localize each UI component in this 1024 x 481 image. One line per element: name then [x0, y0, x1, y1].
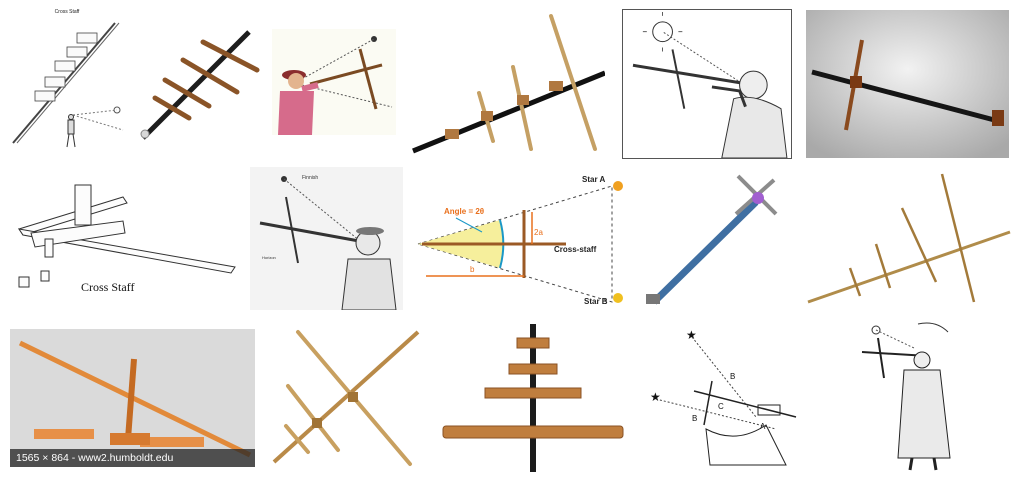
label-b-bottom: B [692, 414, 697, 423]
label-cross-staff: Cross-staff [554, 245, 597, 254]
svg-text:★: ★ [650, 390, 661, 404]
label-2: Horizon [262, 255, 276, 260]
angle-diagram-9: 2a b Angle = 2θ Cross-staff Star A Star … [416, 175, 623, 306]
observer-sketch-15: ★ ★ B B C A [650, 328, 797, 466]
label-b: b [470, 265, 475, 274]
cross-staff-photo-2 [140, 30, 260, 140]
label-c: C [718, 402, 724, 411]
result-image-15[interactable]: ★ ★ B B C A [646, 325, 806, 467]
image-size-source-caption: 1565 × 864 - www2.humboldt.edu [10, 449, 255, 467]
svg-text:★: ★ [686, 328, 697, 342]
result-image-4[interactable] [409, 11, 605, 156]
cross-staff-sketch-7: Cross Staff [17, 184, 236, 294]
cross-staff-photo-14 [442, 324, 624, 472]
result-image-6[interactable] [806, 10, 1009, 158]
result-image-11[interactable] [806, 172, 1012, 312]
ornate-staff-photo-10 [646, 174, 778, 305]
engraving-observer-5 [632, 11, 788, 158]
wooden-model-photo-12 [10, 329, 255, 467]
result-image-8[interactable]: Finnish Horizon [250, 167, 403, 310]
diagram-title: Cross Staff [55, 9, 80, 15]
label-1: Finnish [302, 175, 318, 181]
diagram-caption: Cross Staff [81, 280, 134, 294]
cross-staff-photo-6 [806, 10, 1009, 158]
result-image-3[interactable] [272, 29, 396, 135]
result-image-5[interactable] [622, 9, 792, 159]
label-2a: 2a [534, 228, 543, 237]
result-image-14[interactable] [437, 322, 627, 474]
cross-staff-photo-13 [272, 330, 420, 466]
result-image-7[interactable]: Cross Staff [5, 177, 239, 303]
cross-staff-photo-11 [807, 173, 1011, 304]
result-image-13[interactable] [268, 322, 422, 470]
result-image-16[interactable] [858, 322, 958, 472]
result-image-12[interactable]: 1565 × 864 - www2.humboldt.edu [10, 329, 255, 467]
label-star-b: Star B [584, 297, 608, 306]
result-image-2[interactable] [133, 20, 261, 144]
engraving-observer-8: Finnish Horizon [259, 175, 397, 310]
label-star-a: Star A [582, 175, 605, 184]
result-image-1[interactable]: Cross Staff [5, 5, 129, 159]
result-image-9[interactable]: 2a b Angle = 2θ Cross-staff Star A Star … [412, 170, 630, 310]
cross-staff-photo-4 [412, 14, 605, 154]
engraving-figure-16 [861, 322, 951, 471]
cross-staff-diagram-1: Cross Staff [12, 9, 124, 148]
result-image-10[interactable] [640, 170, 792, 312]
label-angle: Angle = 2θ [444, 207, 484, 216]
label-b-top: B [730, 372, 735, 381]
observer-illustration-3 [278, 36, 393, 135]
